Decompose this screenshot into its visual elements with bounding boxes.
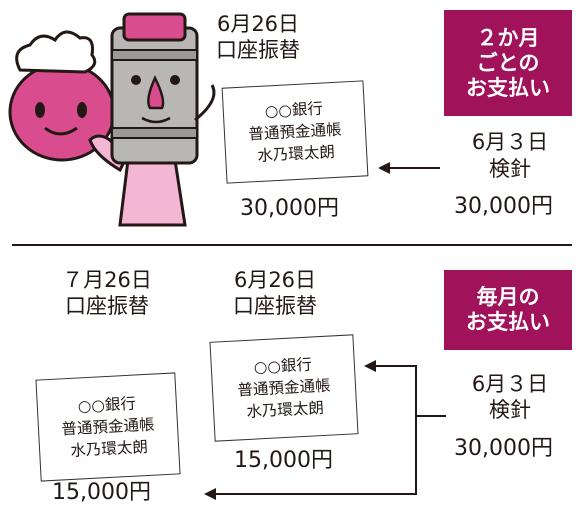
badge-line: お支払い: [466, 310, 550, 334]
bottom-transfer2-date: 6月26日: [233, 268, 317, 292]
bottom-reading-date: 6月３日: [471, 372, 549, 396]
mascot-illustration: [8, 12, 216, 227]
bottom-amount-right: 15,000円: [234, 448, 333, 473]
top-reading-amount: 30,000円: [454, 194, 553, 219]
card-holder: 水乃環太朗: [256, 142, 336, 165]
badge-line: お支払い: [466, 75, 550, 100]
bottom-transfer1-date: ７月26日: [62, 268, 152, 292]
card-bank: ○○銀行: [264, 99, 324, 121]
card-holder: 水乃環太朗: [69, 437, 149, 460]
bottom-left-bankbook-card: ○○銀行 普通預金通帳 水乃環太朗: [35, 372, 181, 482]
bottom-reading-amount: 30,000円: [454, 436, 553, 461]
bottom-transfer2-label: 口座振替: [233, 294, 317, 318]
bottom-badge: 毎月の お支払い: [444, 270, 572, 350]
top-reading-label: 検針: [489, 157, 531, 181]
top-amount: 30,000円: [240, 196, 339, 221]
pink-blob-mascot: [8, 30, 116, 162]
bottom-transfer1-label: 口座振替: [65, 294, 149, 318]
card-bank: ○○銀行: [77, 394, 137, 416]
badge-line: 毎月の: [476, 285, 540, 309]
bottom-reading-label: 検針: [489, 398, 531, 422]
badge-line: ２か月: [476, 25, 540, 50]
bottom-split-arrow-icon: [204, 360, 446, 500]
meter-robot-mascot: [88, 12, 216, 227]
top-arrow-icon: [378, 162, 440, 174]
section-divider: [12, 244, 572, 246]
top-badge: ２か月 ごとの お支払い: [444, 10, 572, 116]
top-transfer-label: 口座振替: [216, 38, 300, 62]
top-bankbook-card: ○○銀行 普通預金通帳 水乃環太朗: [221, 80, 369, 184]
top-reading-date: 6月３日: [471, 130, 549, 154]
bottom-amount-left: 15,000円: [52, 480, 151, 505]
badge-line: ごとの: [476, 50, 540, 75]
top-transfer-date: 6月26日: [216, 12, 300, 36]
